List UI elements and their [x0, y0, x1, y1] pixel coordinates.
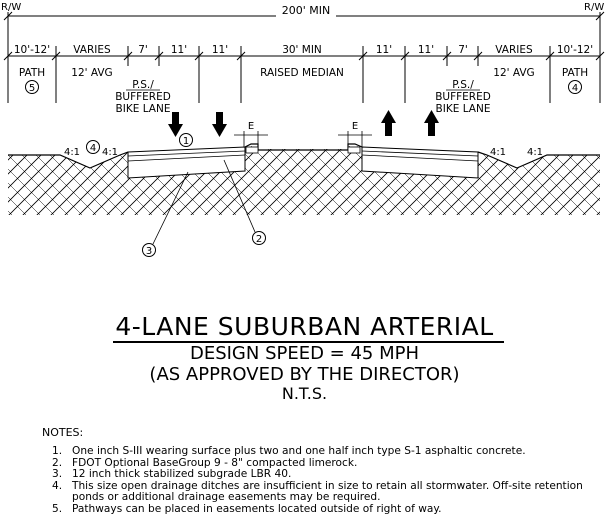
note-number: 3. — [52, 468, 63, 480]
slope-label-2: 4:1 — [102, 147, 118, 158]
segment-width-lane-inner-right: 11' — [376, 44, 392, 56]
segment-width-bike-left: 7' — [138, 44, 148, 56]
bike-lane-label-right-2: BUFFERED — [435, 91, 491, 103]
scale-note: N.T.S. — [281, 384, 328, 403]
path-marker-right: 4 — [568, 80, 582, 94]
note-number: 4. — [52, 479, 63, 492]
segment-width-path-right: 10'-12' — [557, 44, 593, 56]
note-item: 5. Pathways can be placed in easements lo… — [52, 502, 600, 516]
callout-1-number: 1 — [183, 136, 189, 147]
note-text: One inch S-III wearing surface plus two … — [72, 445, 526, 457]
bike-lane-label-right-1: P.S./ — [452, 79, 474, 91]
callout-3-number: 3 — [146, 246, 152, 257]
cross-section-diagram: R/W R/W 200' MIN 10'-12' VARIES 7' 11' 1… — [1, 2, 605, 257]
callout-2: 2 — [223, 159, 266, 245]
note-text: 12 inch thick stabilized subgrade LBR 40… — [72, 468, 292, 480]
path-label-right: PATH — [562, 67, 588, 79]
direction-arrow-down-inner — [212, 112, 227, 137]
segment-width-varies-left: VARIES — [73, 44, 111, 56]
row-label-left: R/W — [1, 2, 21, 13]
direction-arrow-up-outer — [424, 110, 439, 136]
path-marker-left: 5 — [25, 80, 39, 94]
approval-note: (AS APPROVED BY THE DIRECTOR) — [149, 364, 460, 385]
bike-lane-label-left-3: BIKE LANE — [116, 103, 171, 115]
note-item: 4. This size open drainage ditches are in… — [52, 479, 600, 504]
callout-4: 4 — [86, 140, 100, 154]
path-marker-left-number: 5 — [29, 83, 35, 94]
segment-width-path-left: 10'-12' — [14, 44, 50, 56]
bike-lane-label-right-3: BIKE LANE — [436, 103, 491, 115]
path-marker-right-number: 4 — [572, 83, 578, 94]
drawing-title: 4-LANE SUBURBAN ARTERIAL — [115, 312, 494, 341]
bike-lane-label-left-2: BUFFERED — [115, 91, 171, 103]
callout-3: 3 — [142, 171, 189, 257]
segment-width-bike-right: 7' — [458, 44, 468, 56]
segment-width-varies-right: VARIES — [495, 44, 533, 56]
slope-label-3: 4:1 — [490, 147, 506, 158]
ground-profile — [8, 151, 600, 169]
bike-lane-label-left-1: P.S./ — [132, 79, 154, 91]
callout-2-number: 2 — [256, 234, 262, 245]
avg-label-right: 12' AVG — [493, 67, 534, 79]
median-label: RAISED MEDIAN — [260, 67, 344, 79]
row-label-right: R/W — [584, 2, 604, 13]
note-item: 2. FDOT Optional BaseGroup 9 - 8" compact… — [52, 456, 600, 470]
segment-width-lane-inner-left: 11' — [212, 44, 228, 56]
title-underline — [113, 341, 504, 343]
notes-heading: NOTES: — [42, 426, 84, 439]
slope-label-4: 4:1 — [527, 147, 543, 158]
direction-arrow-up-inner — [381, 110, 396, 136]
design-speed: DESIGN SPEED = 45 MPH — [189, 343, 420, 364]
edge-label-right: E — [352, 121, 358, 132]
callout-1: 1 — [179, 133, 193, 147]
note-number: 2. — [52, 456, 63, 469]
slope-label-1: 4:1 — [64, 147, 80, 158]
median-curb — [244, 143, 363, 151]
note-text: FDOT Optional BaseGroup 9 - 8" compacted… — [72, 456, 358, 469]
note-text: This size open drainage ditches are insu… — [72, 479, 583, 503]
avg-label-left: 12' AVG — [71, 67, 112, 79]
edge-label-left: E — [248, 121, 254, 132]
callout-4-number: 4 — [90, 143, 96, 154]
direction-arrow-down-outer — [168, 112, 183, 137]
ground-section — [8, 146, 600, 215]
segment-width-median: 30' MIN — [282, 44, 322, 56]
segment-width-lane-outer-left: 11' — [171, 44, 187, 56]
note-item: 1. One inch S-III wearing surface plus tw… — [52, 445, 600, 458]
note-text: Pathways can be placed in easements loca… — [72, 502, 442, 515]
note-item: 3. 12 inch thick stabilized subgrade LBR … — [52, 468, 600, 481]
path-label-left: PATH — [19, 67, 45, 79]
segment-width-lane-outer-right: 11' — [418, 44, 434, 56]
note-number: 5. — [52, 502, 63, 515]
note-number: 1. — [52, 445, 63, 457]
total-width-label: 200' MIN — [282, 4, 330, 17]
notes-list: 1. One inch S-III wearing surface plus tw… — [52, 445, 600, 516]
